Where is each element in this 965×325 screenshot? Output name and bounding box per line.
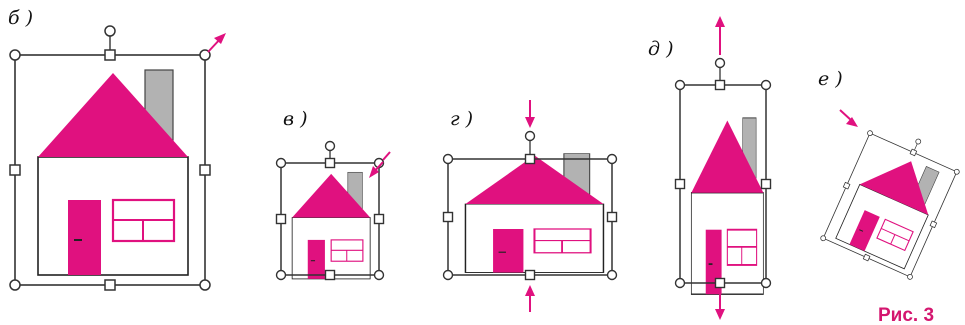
- resize-arrow-g-top: [525, 100, 535, 128]
- panel-label-e: е ): [818, 68, 843, 90]
- figure-caption: Рис. 3: [878, 305, 934, 325]
- house-v: [292, 172, 370, 279]
- panel-label-g: г ): [450, 108, 473, 130]
- house-d: [691, 118, 763, 294]
- resize-arrow-d-top: [715, 16, 725, 55]
- panel-b: б ): [8, 7, 226, 290]
- panel-d: д ): [648, 16, 771, 320]
- panel-label-v: в ): [283, 108, 308, 130]
- panel-v: в ): [277, 108, 391, 280]
- rotate-arrow-e: [840, 110, 858, 127]
- resize-arrow-b: [208, 33, 226, 52]
- resize-arrow-g-bottom: [525, 285, 535, 312]
- panel-label-d: д ): [648, 38, 674, 60]
- house-e: [836, 145, 946, 269]
- panel-g: г ): [444, 100, 617, 312]
- resize-arrow-d-bottom: [715, 292, 725, 320]
- house-g: [465, 154, 603, 273]
- panel-label-b: б ): [8, 7, 33, 29]
- panel-e: е ): [818, 68, 965, 280]
- house-b: [38, 70, 188, 275]
